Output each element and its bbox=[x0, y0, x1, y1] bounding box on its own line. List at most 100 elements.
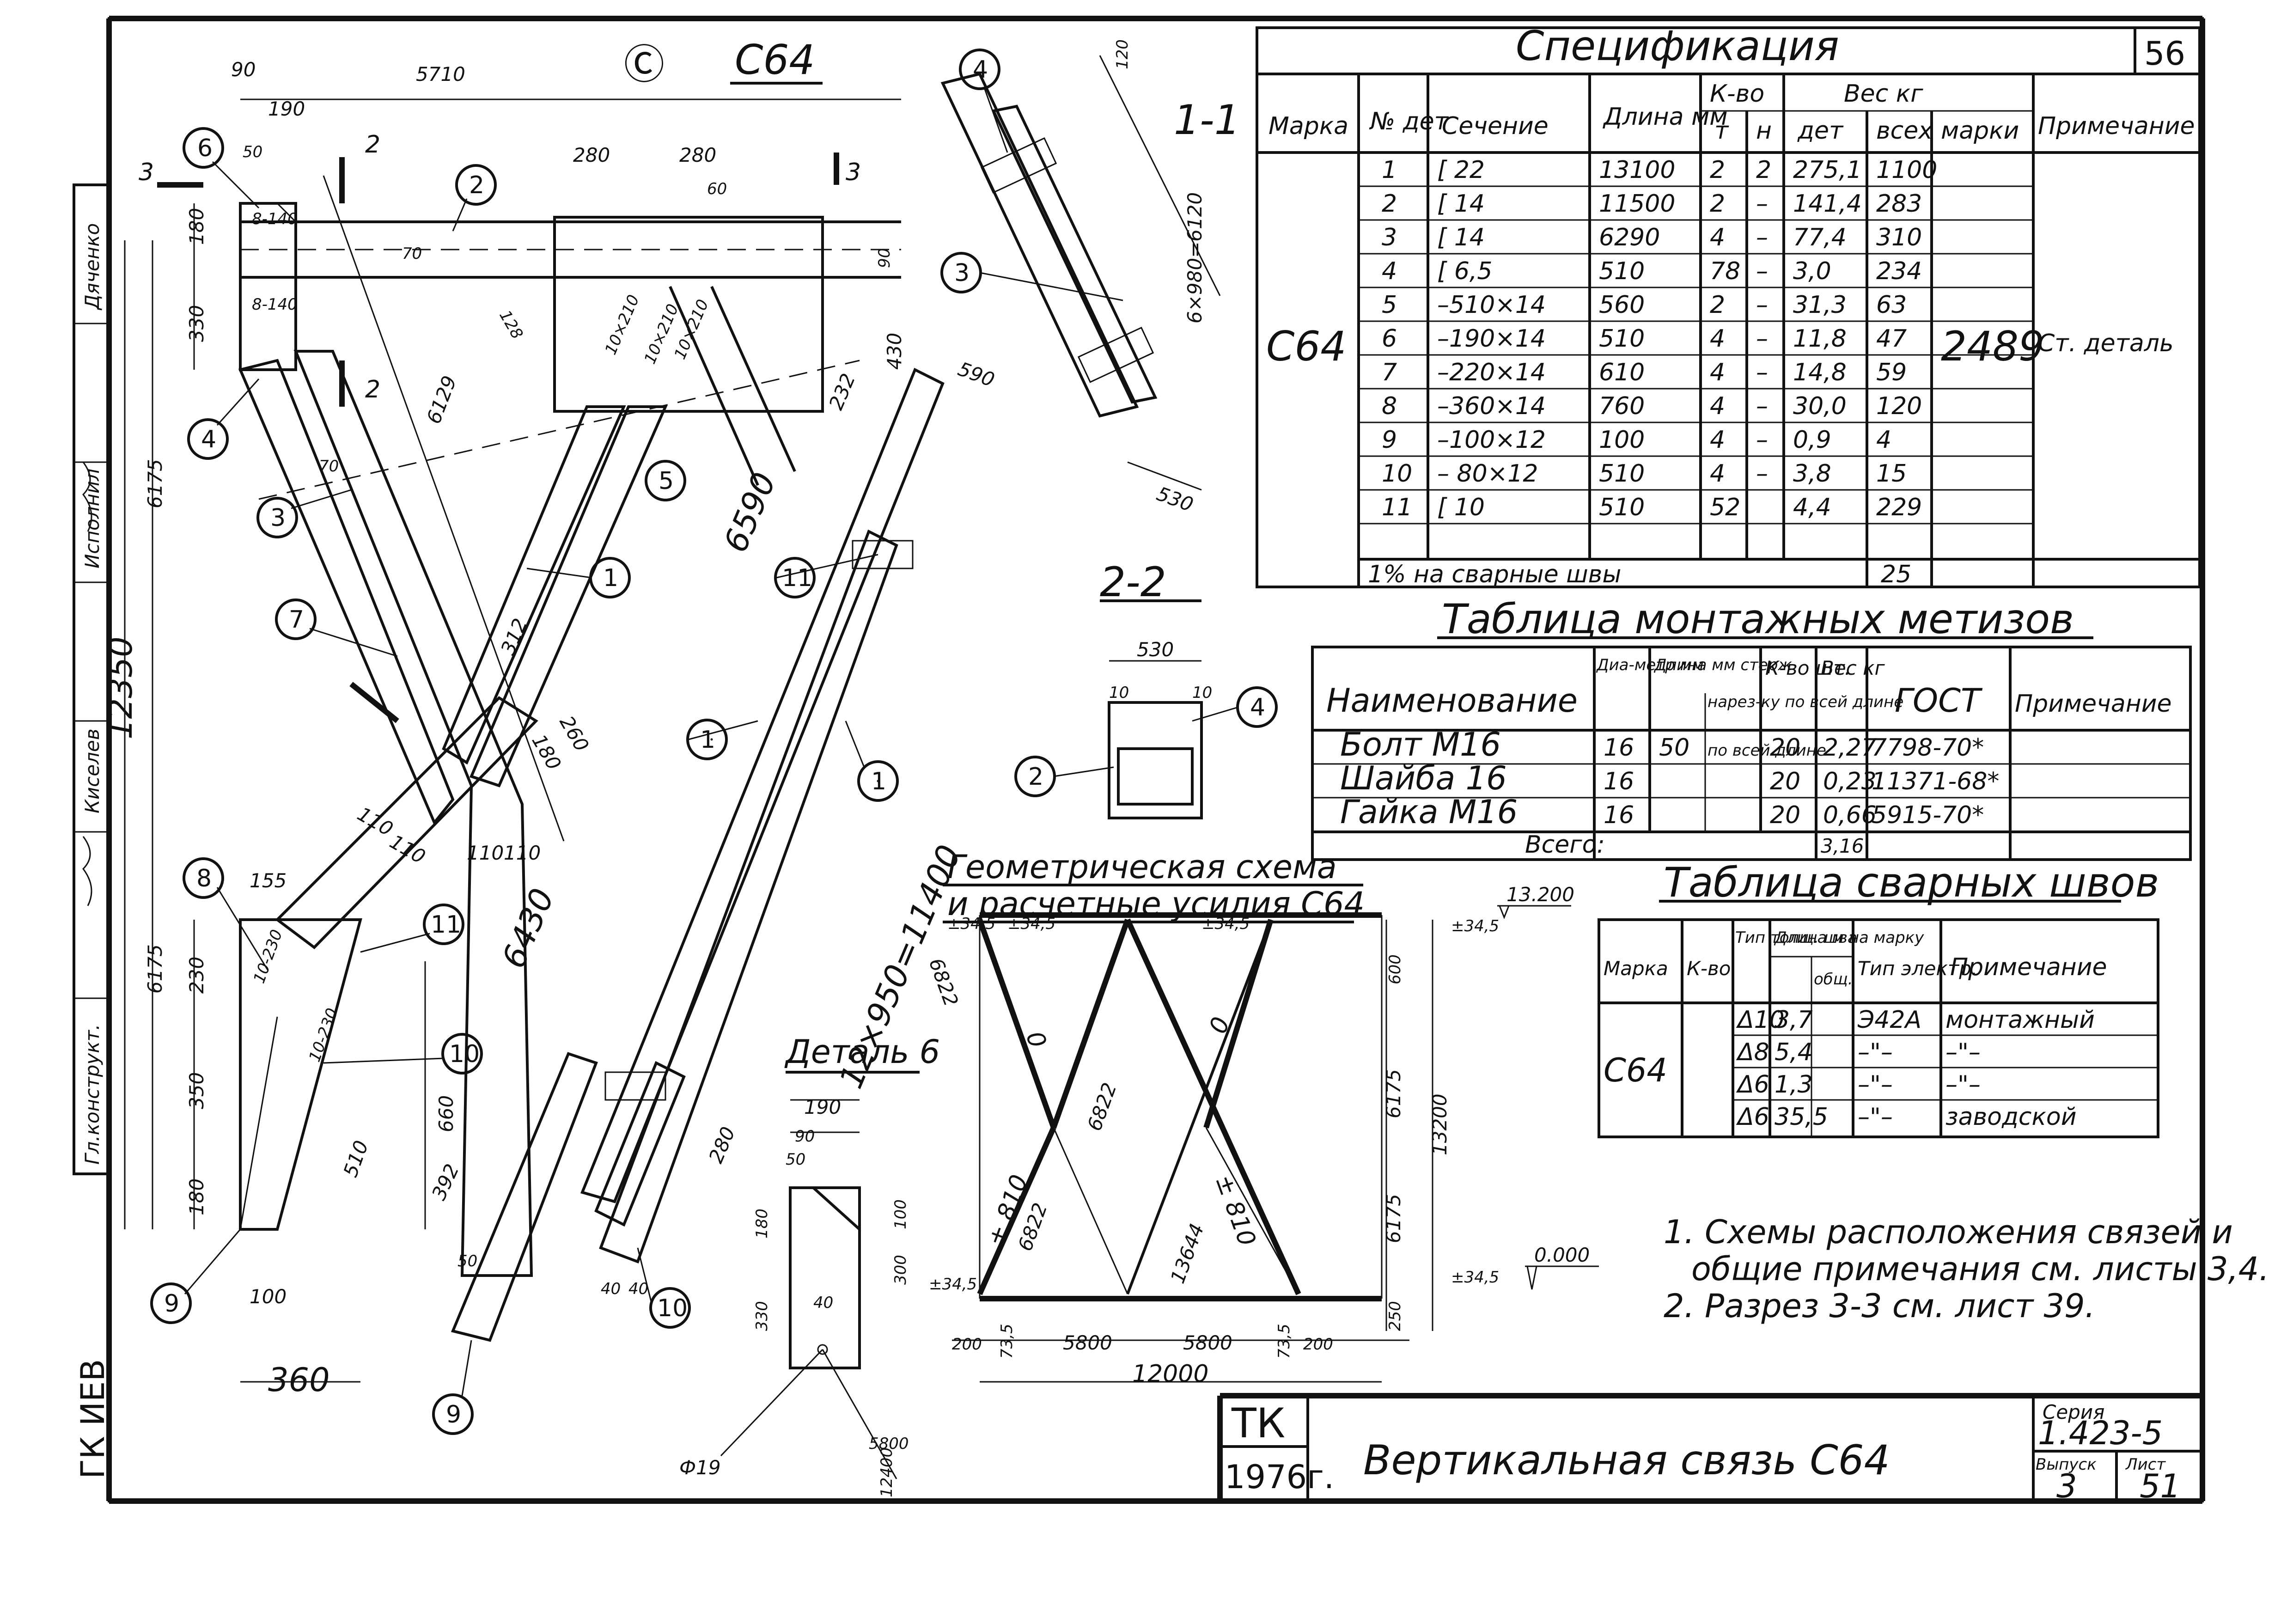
spec-header-note: Примечание bbox=[2038, 112, 2195, 140]
dim-text: 40 bbox=[628, 1280, 648, 1298]
spec-header-weight: Вес кг bbox=[1844, 80, 1923, 108]
dim-text: 530 bbox=[1154, 482, 1196, 516]
dim-text: 6590 bbox=[716, 467, 783, 558]
geom-dim: 12000 bbox=[1132, 1360, 1208, 1388]
hw-cell-dia: 16 bbox=[1604, 801, 1634, 829]
spec-cell-qty-t: 78 bbox=[1710, 257, 1740, 285]
note-line-2: общие примечания см. листы 3,4. bbox=[1691, 1250, 2269, 1288]
dim-text: 280 bbox=[679, 144, 716, 166]
spec-cell-section: –190×14 bbox=[1437, 325, 1546, 353]
spec-cell-qty-n: – bbox=[1756, 392, 1768, 420]
dim-text: 100 bbox=[250, 1285, 287, 1308]
weld-header-note: Примечание bbox=[1950, 953, 2107, 981]
section-3-mark: 3 bbox=[846, 159, 861, 186]
spec-cell-section: – 80×12 bbox=[1437, 460, 1538, 488]
dim-text: 10-230 bbox=[305, 1006, 342, 1064]
spec-cell-qty-t: 4 bbox=[1710, 392, 1725, 420]
spec-cell-qty-t: 4 bbox=[1710, 359, 1725, 386]
spec-cell-w-all: 47 bbox=[1876, 325, 1907, 353]
callout-2: 2 bbox=[469, 171, 484, 199]
dim-text: 12350 bbox=[102, 636, 140, 739]
hw-cell-gost: 11371-68* bbox=[1872, 768, 1999, 795]
side-stamp-role-1: Гл.конструкт. bbox=[81, 1024, 104, 1165]
spec-cell-w-det: 31,3 bbox=[1793, 291, 1847, 319]
geom-force: ± 810 bbox=[1210, 1171, 1261, 1250]
weld-cell-note: заводской bbox=[1945, 1103, 2077, 1131]
spec-cell-section: –360×14 bbox=[1437, 392, 1546, 420]
spec-cell-qty-t: 4 bbox=[1710, 426, 1725, 454]
section-2-mark: 2 bbox=[365, 131, 380, 159]
weld-header-qty: К-во bbox=[1687, 957, 1731, 980]
spec-header-qty-n: н bbox=[1756, 117, 1772, 145]
dim-text: 260 bbox=[555, 712, 593, 756]
dim-text: 660 bbox=[435, 1095, 457, 1132]
spec-cell-det: 7 bbox=[1382, 359, 1397, 386]
signature-mark bbox=[82, 462, 92, 532]
dim-text: 180 bbox=[185, 1178, 208, 1215]
spec-cell-length: 610 bbox=[1599, 359, 1645, 386]
spec-cell-qty-t: 2 bbox=[1710, 190, 1725, 218]
spec-weld-label: 1% на сварные швы bbox=[1368, 561, 1621, 588]
callout-7: 7 bbox=[289, 606, 304, 634]
detail-dim: 5800 bbox=[869, 1435, 909, 1453]
spec-mark-weight: 2489 bbox=[1941, 323, 2044, 370]
dim-text: 510 bbox=[339, 1137, 372, 1180]
spec-cell-det: 9 bbox=[1382, 426, 1397, 454]
hardware-header-thread: нарез-ку по всей длине bbox=[1708, 693, 1903, 711]
elev-pm: ±34,5 bbox=[1451, 1268, 1499, 1287]
spec-cell-qty-t: 4 bbox=[1710, 325, 1725, 353]
spec-cell-length: 510 bbox=[1599, 460, 1645, 488]
left-top-gusset bbox=[239, 202, 297, 371]
dim-text: 50 bbox=[457, 1252, 477, 1270]
hw-cell-name: Гайка М16 bbox=[1340, 793, 1518, 831]
dim-text: 10×210 bbox=[601, 292, 643, 357]
callout-3: 3 bbox=[270, 504, 286, 532]
hw-cell-name: Шайба 16 bbox=[1340, 759, 1507, 797]
weld-cell-type: Δ10 bbox=[1736, 1006, 1785, 1034]
callout-10: 10 bbox=[657, 1294, 688, 1322]
detail-dim: 50 bbox=[786, 1150, 805, 1169]
weld-cell-note: –"– bbox=[1945, 1071, 1981, 1099]
geom-dim: 13644 bbox=[1166, 1221, 1208, 1286]
section-2-2-profile bbox=[1108, 701, 1203, 819]
spec-cell-w-all: 120 bbox=[1876, 392, 1922, 420]
detail-dim: Ф19 bbox=[679, 1456, 721, 1479]
section-2-2-title: 2-2 bbox=[1100, 558, 1166, 606]
geom-dim: 250 bbox=[1386, 1301, 1404, 1331]
spec-cell-qty-n: – bbox=[1756, 291, 1768, 319]
note-line-1: 1. Схемы расположения связей и bbox=[1664, 1213, 2233, 1251]
spec-header-w-all: всех bbox=[1876, 117, 1933, 145]
callouts: 6 2 4 5 3 1 7 11 1 1 8 11 10 9 9 10 4 3 … bbox=[150, 49, 1278, 1435]
geom-dim: 73,5 bbox=[1275, 1324, 1293, 1359]
note-line-3: 2. Разрез 3-3 см. лист 39. bbox=[1664, 1287, 2095, 1325]
weld-header-length: Длина м на марку bbox=[1774, 928, 1924, 947]
hardware-table: Таблица монтажных метизов Наименование Д… bbox=[1311, 595, 2192, 861]
spec-title: Спецификация bbox=[1516, 22, 1839, 70]
spec-header-qty: К-во bbox=[1710, 80, 1764, 108]
dim-text: 70 bbox=[319, 457, 339, 476]
weld-title: Таблица сварных швов bbox=[1664, 859, 2159, 906]
spec-cell-qty-t: 2 bbox=[1710, 291, 1725, 319]
spec-cell-w-all: 283 bbox=[1876, 190, 1922, 218]
hw-cell-dia: 16 bbox=[1604, 768, 1634, 795]
geom-dim: 6175 bbox=[1382, 1069, 1405, 1118]
long-diagonal-member bbox=[580, 367, 945, 1203]
callout-9: 9 bbox=[446, 1401, 461, 1429]
spec-cell-w-all: 15 bbox=[1876, 460, 1907, 488]
issue-label: Выпуск bbox=[2036, 1455, 2097, 1474]
geom-force: 0 bbox=[1020, 1028, 1052, 1052]
elev-pm: ±34,5 bbox=[947, 915, 995, 933]
sheet-title: Вертикальная связь С64 bbox=[1363, 1436, 1890, 1484]
weld-cell-length: 3,7 bbox=[1775, 1006, 1813, 1034]
spec-cell-qty-n: – bbox=[1756, 224, 1768, 251]
diagonal-left bbox=[293, 350, 533, 1277]
hardware-header-note: Примечание bbox=[2015, 690, 2172, 718]
elev-pm: ±34,5 bbox=[1451, 917, 1499, 935]
dim-text: 280 bbox=[573, 144, 610, 166]
spec-cell-w-det: 30,0 bbox=[1793, 392, 1847, 420]
hw-cell-name: Болт М16 bbox=[1340, 726, 1501, 763]
detail-dim: 190 bbox=[804, 1096, 841, 1118]
dim-text: 360 bbox=[268, 1361, 330, 1399]
spec-weld-value: 25 bbox=[1881, 561, 1911, 588]
